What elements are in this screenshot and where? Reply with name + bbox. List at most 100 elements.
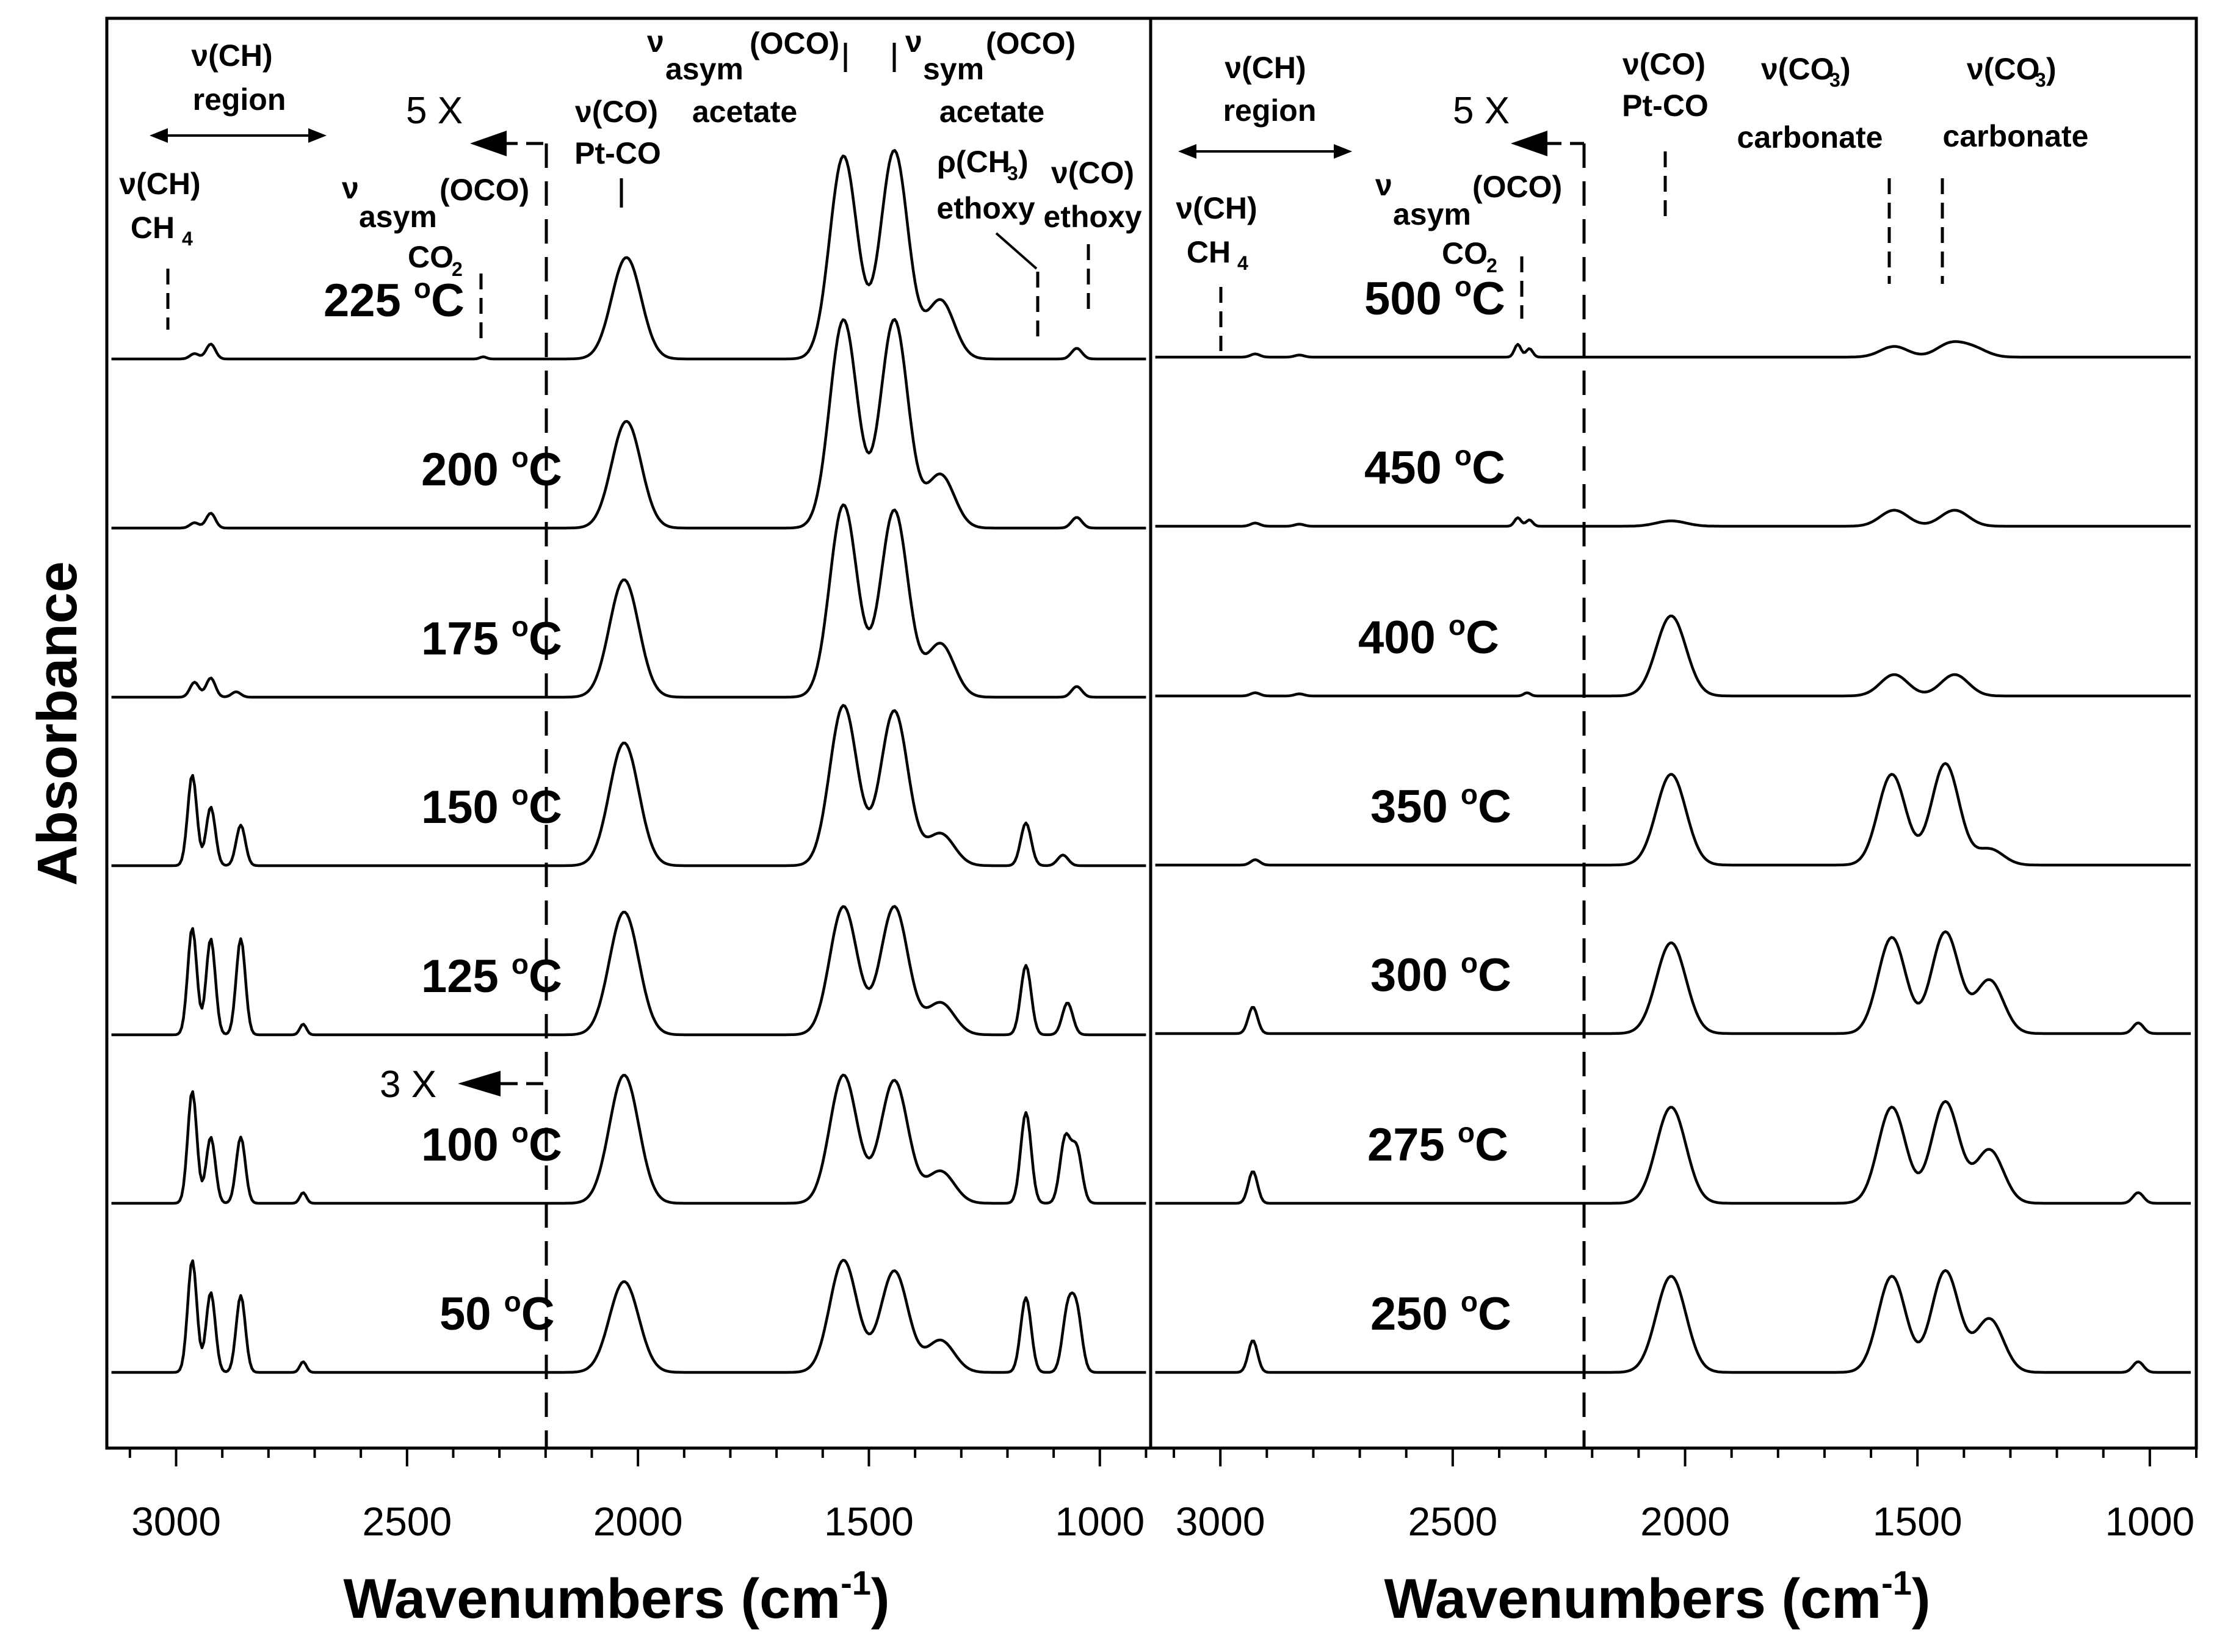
spectrum-line-400c <box>1155 614 2191 698</box>
x-tick-label: 2500 <box>362 1499 452 1544</box>
spectrum-line-125c <box>111 905 1146 1037</box>
temperature-label: 275 oC <box>1367 1117 1508 1171</box>
temperature-label: 125 oC <box>421 948 562 1002</box>
x-tick-label: 1000 <box>1055 1499 1145 1544</box>
right-annotations: ν(CH) region ν(CH) CH 4 ν asym (OCO) CO … <box>1176 47 2088 351</box>
spectrum-line-225c <box>111 149 1146 361</box>
svg-text:ethoxy: ethoxy <box>936 191 1035 225</box>
svg-text:ν(CH): ν(CH) <box>191 38 272 73</box>
mag-5x-left: 5 X <box>406 90 463 132</box>
arrow-3x-icon <box>458 1071 501 1096</box>
svg-text:asym: asym <box>665 52 743 86</box>
svg-text:3: 3 <box>1007 162 1018 184</box>
temperature-label: 300 oC <box>1370 947 1511 1001</box>
svg-text:Pt-CO: Pt-CO <box>1622 89 1709 123</box>
svg-text:asym: asym <box>359 200 437 234</box>
svg-text:3: 3 <box>2035 69 2046 91</box>
right-x-axis-title: Wavenumbers (cm-1) <box>1384 1563 1930 1630</box>
svg-text:3: 3 <box>1829 69 1840 91</box>
mag-3x: 3 X <box>380 1063 436 1106</box>
x-tick-label: 3000 <box>131 1499 221 1544</box>
x-tick-label: 1500 <box>824 1499 914 1544</box>
temperature-label: 50 oC <box>440 1286 555 1340</box>
right-panel-spectra <box>1155 340 2191 1374</box>
svg-text:ethoxy: ethoxy <box>1043 200 1141 234</box>
left-co2-annotation: ν asym (OCO) CO 2 <box>342 171 529 339</box>
svg-text:ν(CH): ν(CH) <box>1225 51 1306 85</box>
left-annotations: ν(CH) region ν(CH) CH 4 ν asym (OCO) CO … <box>119 24 1142 342</box>
svg-text:(OCO): (OCO) <box>986 26 1076 60</box>
x-tick-label: 2000 <box>593 1499 683 1544</box>
temperature-label: 400 oC <box>1358 609 1499 664</box>
spectrum-line-350c <box>1155 762 2191 867</box>
left-ethoxy-annotation: ν(CO) ethoxy <box>1043 156 1142 311</box>
svg-text:2: 2 <box>452 258 463 280</box>
right-magnification-marker: 5 X <box>1453 90 1586 1448</box>
svg-text:(OCO): (OCO) <box>440 173 529 207</box>
svg-text:ν: ν <box>1375 168 1392 202</box>
spectrum-line-300c <box>1155 930 2191 1035</box>
svg-text:): ) <box>1840 52 1851 86</box>
svg-text:(OCO): (OCO) <box>1472 170 1562 204</box>
svg-text:acetate: acetate <box>692 95 797 129</box>
svg-text:sym: sym <box>923 52 984 86</box>
mag-5x-right: 5 X <box>1453 90 1510 132</box>
arrow-left-icon <box>1178 144 1196 159</box>
spectrum-line-175c <box>111 503 1146 699</box>
svg-text:): ) <box>1018 145 1029 179</box>
temperature-label: 250 oC <box>1370 1286 1511 1340</box>
svg-text:acetate: acetate <box>939 95 1044 129</box>
right-carbonate1-annotation: ν(CO 3 ) carbonate <box>1737 52 1891 284</box>
spectrum-line-200c <box>111 318 1146 530</box>
right-ptco-annotation: ν(CO) Pt-CO <box>1622 47 1709 217</box>
svg-text:ν(CH): ν(CH) <box>119 167 200 201</box>
x-tick-label: 2000 <box>1640 1499 1730 1544</box>
temperature-label: 100 oC <box>421 1117 562 1171</box>
right-panel-frame <box>1149 16 2198 1450</box>
spectrum-line-100c <box>111 1073 1146 1205</box>
svg-text:ν(CO): ν(CO) <box>575 95 658 129</box>
svg-text:carbonate: carbonate <box>1737 120 1883 154</box>
temperature-label: 500 oC <box>1364 270 1505 325</box>
left-panel-frame <box>105 16 1152 1450</box>
arrow-5x-right-icon <box>1511 131 1547 156</box>
right-ch4-annotation: ν(CH) CH 4 <box>1176 191 1257 351</box>
svg-text:asym: asym <box>1393 197 1471 231</box>
left-panel-spectra <box>111 149 1146 1374</box>
y-axis-title: Absorbance <box>26 561 89 886</box>
temperature-label: 175 oC <box>421 610 562 665</box>
svg-text:): ) <box>2046 52 2057 86</box>
arrow-left-icon <box>150 128 168 143</box>
svg-text:CO: CO <box>1442 236 1488 270</box>
x-tick-label: 1000 <box>2105 1499 2194 1544</box>
spectrum-line-250c <box>1155 1269 2191 1374</box>
svg-text:ν: ν <box>647 24 664 59</box>
left-rho-ethoxy-annotation: ρ(CH 3 ) ethoxy <box>936 145 1040 342</box>
svg-text:Wavenumbers (cm-1): Wavenumbers (cm-1) <box>1384 1563 1930 1630</box>
svg-text:region: region <box>193 82 286 117</box>
svg-text:4: 4 <box>182 228 193 250</box>
left-ch4-annotation: ν(CH) CH 4 <box>119 167 201 330</box>
spectrum-line-450c <box>1155 509 2191 528</box>
svg-text:(OCO): (OCO) <box>750 26 839 60</box>
temperature-label: 450 oC <box>1364 440 1505 494</box>
temperature-label: 150 oC <box>421 779 562 833</box>
svg-text:Wavenumbers (cm-1): Wavenumbers (cm-1) <box>343 1563 889 1630</box>
svg-text:ν(CO): ν(CO) <box>1623 47 1706 81</box>
left-ch-region-annotation: ν(CH) region <box>150 38 327 143</box>
svg-text:ν(CO: ν(CO <box>1967 52 2039 86</box>
temperature-label: 350 oC <box>1370 778 1511 833</box>
left-ptco-annotation: ν(CO) Pt-CO <box>574 95 661 208</box>
svg-text:Pt-CO: Pt-CO <box>574 136 661 170</box>
svg-text:region: region <box>1223 93 1317 128</box>
svg-text:CH: CH <box>131 211 175 245</box>
svg-text:2: 2 <box>1486 255 1497 277</box>
x-tick-label: 3000 <box>1176 1499 1265 1544</box>
svg-text:ν: ν <box>905 24 922 59</box>
right-temperature-labels: 500 oC 450 oC 400 oC 350 oC 300 oC 275 oC 250 … <box>1358 270 1511 1340</box>
svg-text:ν(CO): ν(CO) <box>1051 156 1134 190</box>
right-ch-region-annotation: ν(CH) region <box>1178 51 1352 159</box>
svg-text:4: 4 <box>1237 252 1248 274</box>
